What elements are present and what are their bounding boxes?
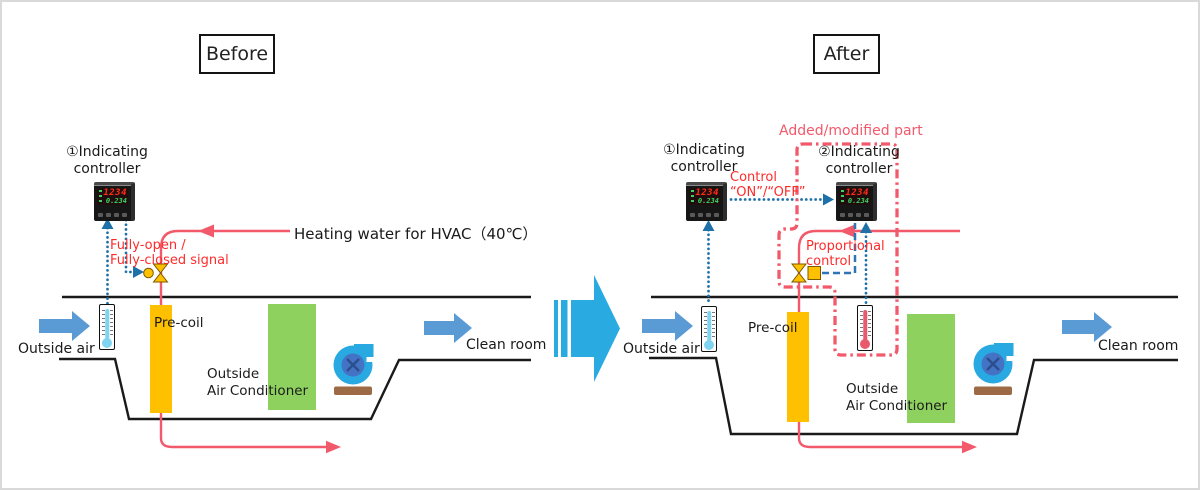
duct-bottom-line-after: [649, 356, 1178, 436]
heating-water-label: Heating water for HVAC（40℃）: [294, 225, 538, 243]
sensor2-signal-arrow-after: [860, 222, 872, 233]
valve-signal-arrow-before: [133, 266, 144, 278]
added-modified-label: Added/modified part: [779, 123, 923, 139]
controller2-label-after: ②Indicating controller: [818, 144, 900, 177]
clean-room-label-after: Clean room: [1098, 338, 1179, 354]
controller-buttons: [98, 213, 127, 217]
outside-air-conditioner-label-after: Outside Air Conditioner: [846, 381, 948, 414]
after-title-box: After: [813, 34, 880, 74]
controller-pv-readout: 1234: [695, 188, 719, 198]
outside-air-arrow-icon-after: [642, 311, 693, 341]
proportional-control-label: Proportional control: [806, 239, 885, 269]
after-title: After: [823, 43, 870, 65]
thermometer1-icon-after: [701, 306, 717, 352]
pipe-flow-arrow-left-before: [198, 224, 214, 238]
clean-room-arrow-icon-after: [1062, 312, 1112, 342]
control-valve-icon-before: [143, 263, 169, 283]
controller-display: 1234 0.234: [839, 188, 870, 205]
pre-coil-label-after: Pre-coil: [748, 320, 798, 336]
sensor-signal-arrow-before: [101, 218, 114, 229]
outside-air-label-after: Outside air: [623, 341, 700, 357]
outside-air-conditioner-label-before: Outside Air Conditioner: [207, 366, 309, 399]
pre-coil-block-before: [150, 305, 172, 413]
fan-icon-before: [333, 344, 375, 395]
controller-led-column: [98, 190, 102, 202]
duct-bottom-line-before: [59, 357, 531, 421]
thermometer-icon-before: [99, 304, 115, 350]
control-valve-icon-after: [790, 263, 821, 283]
controller1-label-after: ①Indicating controller: [663, 142, 745, 175]
before-to-after-arrow-icon: [554, 275, 620, 382]
clean-room-arrow-icon-before: [424, 313, 472, 343]
controller-display: 1234 0.234: [689, 188, 720, 205]
controller-sv-readout: 0.234: [697, 197, 719, 205]
indicating-controller1-device-after: 1234 0.234: [686, 182, 727, 221]
clean-room-label-before: Clean room: [466, 337, 547, 353]
outside-air-conditioner-block-before: [268, 304, 316, 410]
fully-open-closed-signal-label: Fully-open / Fully-closed signal: [110, 238, 229, 268]
pipe-flow-arrow-left-after: [839, 224, 855, 238]
sensor1-signal-arrow-after: [702, 220, 715, 231]
before-title-box: Before: [199, 34, 275, 74]
pipe-flow-arrow-right-before: [326, 440, 341, 454]
controller-display: 1234 0.234: [97, 188, 128, 205]
controller-led-column: [840, 190, 844, 202]
controller-pv-readout: 1234: [103, 188, 127, 198]
indicating-controller2-device-after: 1234 0.234: [836, 182, 877, 221]
outside-air-label-before: Outside air: [18, 341, 95, 357]
before-title: Before: [205, 43, 269, 65]
outside-air-conditioner-block-after: [907, 314, 955, 423]
valve-signal-line-before: [124, 218, 138, 274]
indicating-controller-device-before: 1234 0.234: [94, 182, 135, 221]
controller-led-column: [690, 190, 694, 202]
pipe-flow-arrow-right-after: [962, 440, 977, 454]
pre-coil-label-before: Pre-coil: [154, 315, 204, 331]
controller-pv-readout: 1234: [845, 188, 869, 198]
proportional-control-line-after: [822, 223, 857, 275]
control-on-off-label: Control “ON”/“OFF”: [730, 170, 806, 200]
added-modified-outline: [777, 142, 899, 357]
controller-sv-readout: 0.234: [105, 197, 127, 205]
fan-icon-after: [973, 343, 1015, 395]
controller-buttons: [690, 213, 719, 217]
thermometer2-icon-after: [857, 305, 873, 351]
pre-coil-block-after: [787, 312, 809, 422]
outside-air-arrow-icon-before: [39, 311, 90, 341]
controller-sv-readout: 0.234: [847, 197, 869, 205]
controller-link-arrow-after: [823, 193, 834, 206]
controller-buttons: [840, 213, 869, 217]
controller-label-before: ①Indicating controller: [66, 144, 148, 177]
